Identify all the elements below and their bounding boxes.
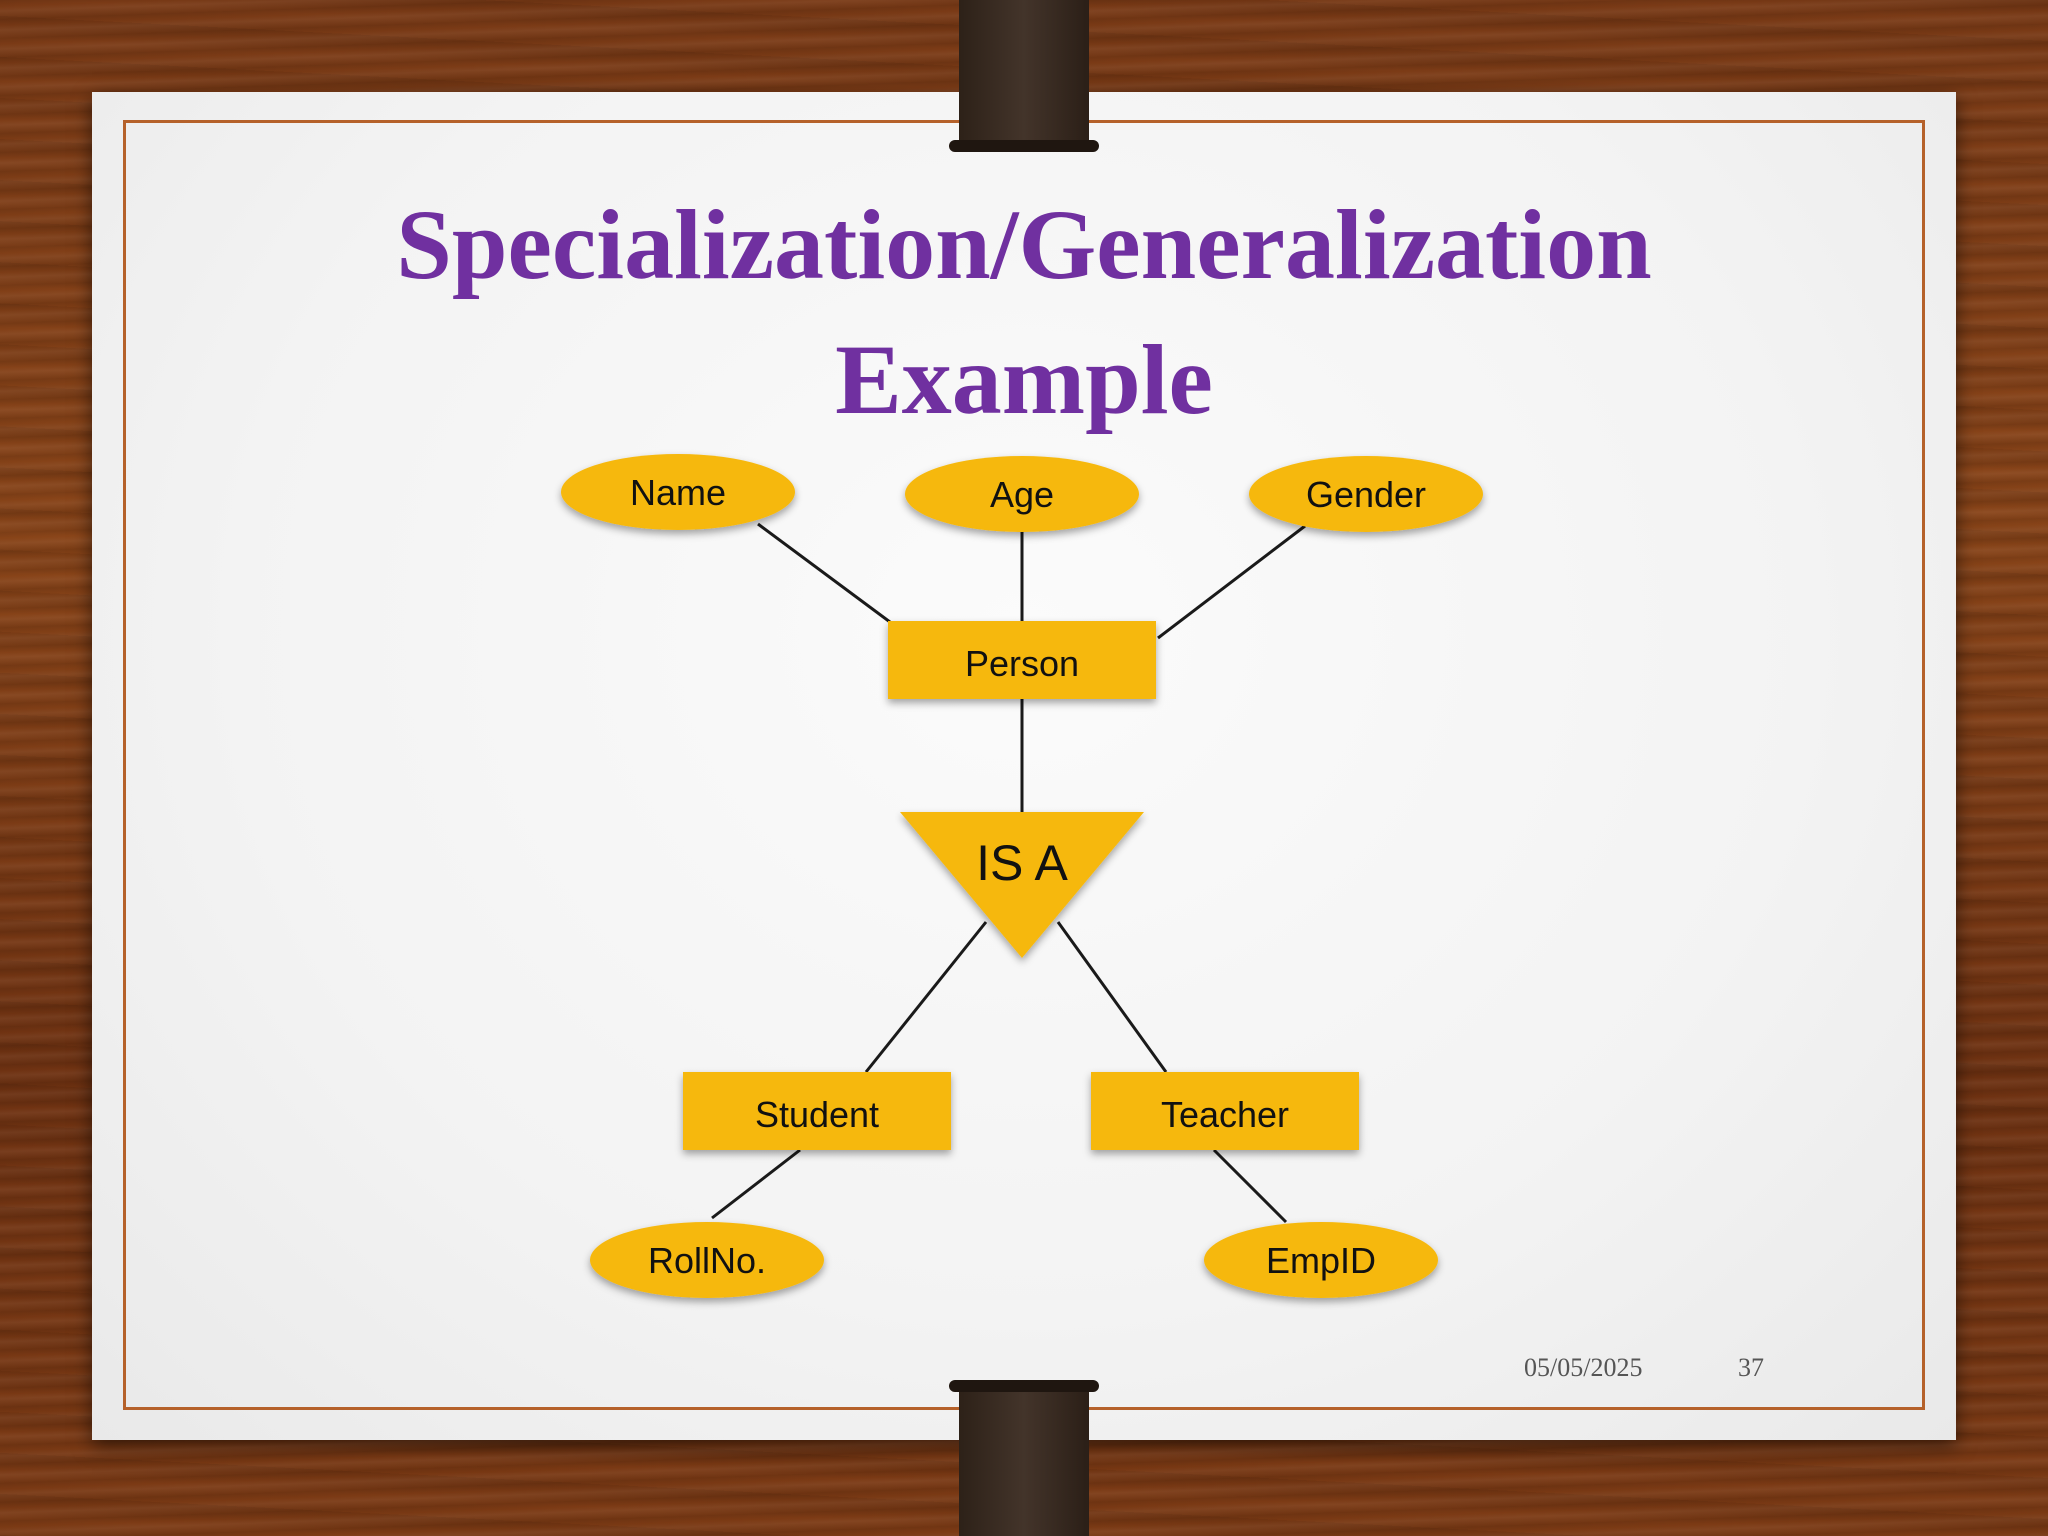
isa-label: IS A — [976, 835, 1068, 891]
bottom-clip — [949, 1380, 1099, 1536]
entity-teacher: Teacher — [1091, 1072, 1359, 1150]
line-isa-teacher — [1056, 921, 1168, 1073]
attribute-empid-label: EmpID — [1266, 1240, 1376, 1281]
line-gender-person — [1157, 524, 1306, 640]
attribute-empid: EmpID — [1204, 1222, 1438, 1298]
attribute-rollno: RollNo. — [590, 1222, 824, 1298]
slide-page-number: 37 — [1738, 1353, 1764, 1382]
line-student-rollno — [711, 1148, 801, 1220]
slide-date: 05/05/2025 — [1524, 1353, 1643, 1382]
line-isa-student — [864, 921, 988, 1073]
attribute-name: Name — [561, 454, 795, 530]
entity-person: Person — [888, 621, 1156, 699]
isa-relationship: IS A — [900, 812, 1144, 958]
slide-title-line1: Specialization/Generalization — [396, 189, 1652, 300]
line-teacher-empid — [1212, 1148, 1288, 1224]
line-name-person — [757, 522, 891, 624]
entity-student: Student — [683, 1072, 951, 1150]
attribute-name-label: Name — [630, 472, 726, 513]
entity-person-label: Person — [965, 643, 1079, 684]
attribute-age: Age — [905, 456, 1139, 532]
entity-student-label: Student — [755, 1094, 879, 1135]
attribute-age-label: Age — [990, 474, 1054, 515]
slide-paper — [92, 92, 1956, 1440]
top-clip — [949, 0, 1099, 152]
attribute-rollno-label: RollNo. — [648, 1240, 766, 1281]
attribute-gender: Gender — [1249, 456, 1483, 532]
attribute-gender-label: Gender — [1306, 474, 1426, 515]
connector-lines — [711, 522, 1306, 1224]
entity-teacher-label: Teacher — [1161, 1094, 1289, 1135]
slide-title-line2: Example — [835, 324, 1213, 435]
